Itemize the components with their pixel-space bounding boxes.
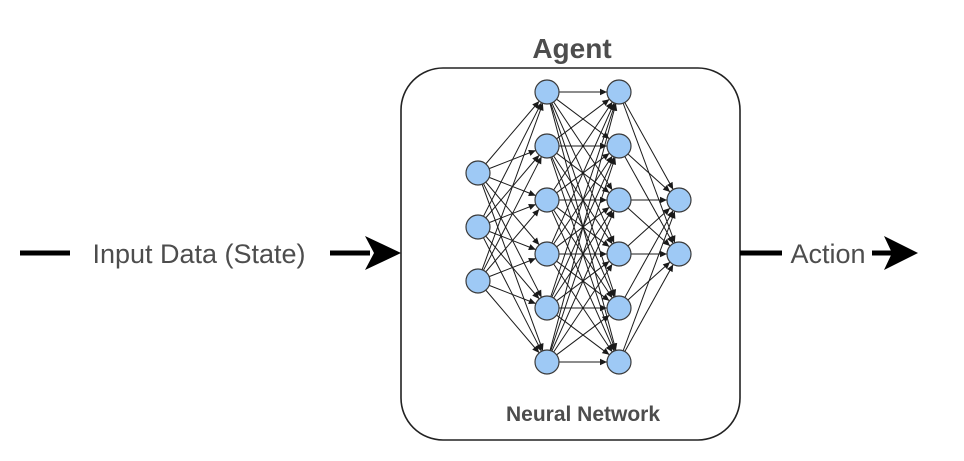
node-input [465,160,491,186]
network-edge-arrowhead [600,358,607,366]
input-label: Input Data (State) [92,239,305,269]
node-output [666,187,692,213]
network-edge-arrowhead [601,315,610,322]
network-edge-arrowhead [609,157,617,166]
network-edge-arrowhead [660,250,667,258]
network-edge-arrowhead [528,190,536,197]
network-edge-arrowhead [601,348,610,355]
network-edge-arrowhead [535,156,542,165]
network-edge [488,284,537,305]
network-edge-arrowhead [666,264,674,273]
network-edge-arrowhead [532,209,540,217]
network-edge-arrowhead [662,238,671,246]
network-edge [488,257,537,278]
network-edge-arrowhead [605,236,613,245]
node-hidden-1 [534,133,560,159]
network-edge-arrowhead [532,291,540,299]
network-edge-arrowhead [528,244,536,251]
node-hidden-2 [606,187,632,213]
network-edge-arrowhead [600,304,607,312]
node-hidden-1 [534,241,560,267]
network-edge [624,264,674,352]
output-label: Action [790,239,865,269]
network-edge-arrowhead [601,294,610,301]
network-edge [549,103,617,351]
network-edge [550,157,616,351]
network-edge-arrowhead [601,207,610,214]
network-edge-arrowhead [608,210,615,219]
network-edge-arrowhead [535,343,542,352]
network-edge-arrowhead [601,240,610,247]
output-arrow-head [884,236,918,270]
network-edge [551,102,615,244]
network-edge-arrowhead [528,203,536,210]
network-edge-arrowhead [532,237,540,245]
network-edge [624,210,674,298]
node-output [666,241,692,267]
network-edge-arrowhead [528,298,536,305]
node-hidden-2 [606,349,632,375]
network-edge [627,153,671,193]
network-edge-arrowhead [528,149,536,156]
network-edge-arrowhead [662,208,671,216]
network-edge [483,156,542,271]
node-hidden-2 [606,79,632,105]
node-hidden-1 [534,187,560,213]
network-edge [481,103,544,270]
network-edge-arrowhead [605,290,613,299]
network-edge-arrowhead [600,250,607,258]
network-edge-arrowhead [535,289,542,298]
network-edge-arrowhead [601,99,610,106]
network-edge-arrowhead [662,262,671,270]
node-hidden-1 [534,349,560,375]
network-edge-arrowhead [537,103,544,111]
network-edge [556,314,610,356]
network-edge-arrowhead [600,88,607,96]
network-edge [627,207,671,247]
node-input [465,214,491,240]
network-edge-arrowhead [669,211,676,219]
network-edge-arrowhead [601,261,610,268]
network-edge [553,101,613,191]
node-hidden-1 [534,79,560,105]
network-edge-arrowhead [605,263,613,272]
network-edge-arrowhead [611,103,618,112]
network-edge [556,98,610,140]
network-edge [550,103,616,297]
network-edge [624,102,674,190]
network-edge-arrowhead [605,182,613,191]
network-edge [622,211,676,351]
node-input [465,268,491,294]
node-hidden-2 [606,241,632,267]
network-edge-arrowhead [660,196,667,204]
neural-network-caption: Neural Network [506,403,660,426]
input-arrow-head [365,236,401,270]
node-hidden-2 [606,295,632,321]
network-edge-arrowhead [605,344,613,353]
network-edge-arrowhead [601,153,610,160]
network-edge-arrowhead [666,235,674,244]
network-edge-arrowhead [528,257,536,264]
network-edge-arrowhead [662,184,671,192]
network-edge [483,102,542,217]
network-edges [481,88,676,366]
network-nodes [465,79,692,375]
node-hidden-2 [606,133,632,159]
network-edge [485,100,540,165]
network-edge-arrowhead [532,345,540,353]
network-edge [485,208,540,273]
network-edge [485,289,540,354]
network-edge [551,210,615,352]
agent-title: Agent [532,33,611,64]
node-hidden-1 [534,295,560,321]
network-edge [553,263,613,353]
network-edge-arrowhead [666,181,674,190]
